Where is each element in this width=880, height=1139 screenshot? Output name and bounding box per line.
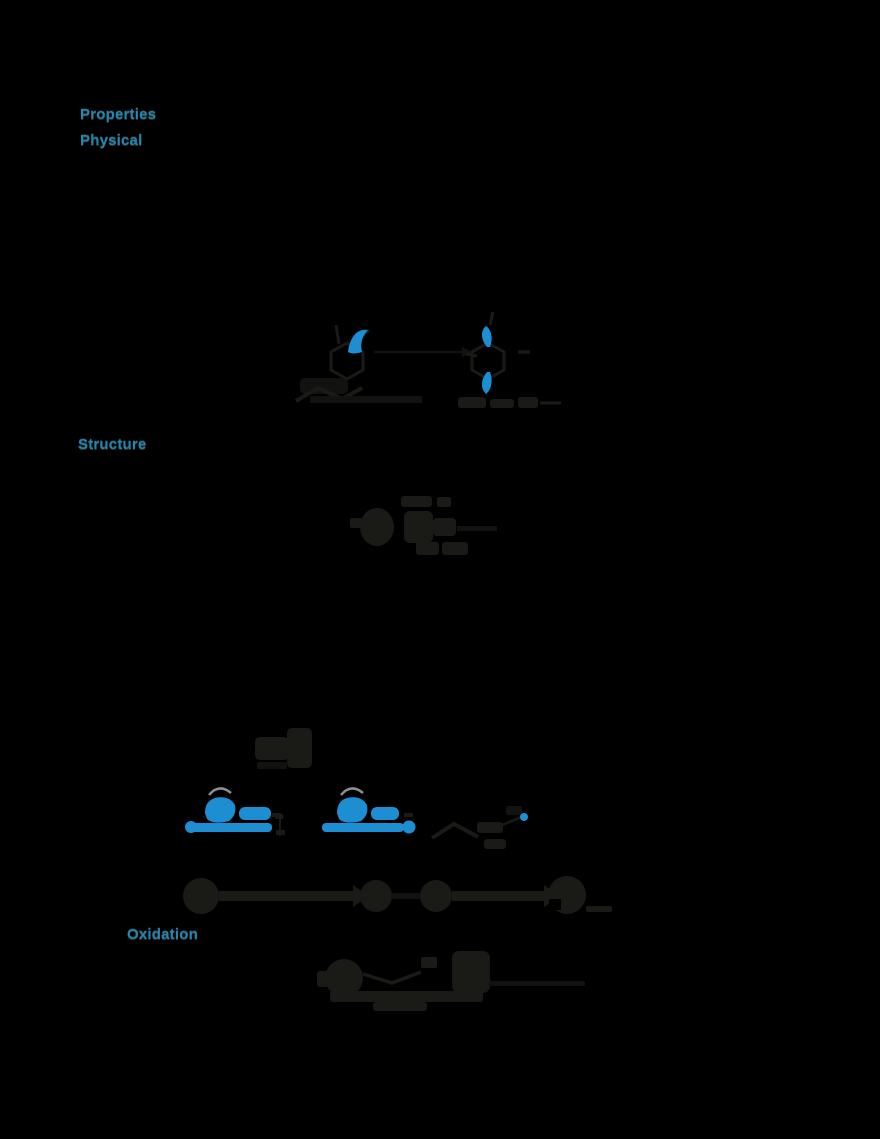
benzene-ring-right — [458, 311, 561, 408]
blue-highlighted-molecule — [185, 787, 281, 833]
heading-link-1[interactable]: Properties — [80, 106, 157, 123]
benzene-ring-left — [294, 324, 422, 403]
heading-link-2[interactable]: Physical — [80, 132, 143, 149]
reaction-arrow-icon — [374, 347, 472, 357]
hydroxyl-fragment — [255, 728, 312, 769]
reagent-fragment — [430, 806, 528, 849]
curved-electron-arrow-icon — [348, 329, 368, 354]
lone-pair-highlight-icon — [481, 326, 492, 394]
section-label-bottom[interactable]: Oxidation — [127, 926, 198, 943]
leaving-group-marks — [275, 814, 285, 836]
reaction-step-row — [183, 876, 612, 914]
intermediate-molecule — [350, 496, 497, 555]
blue-highlighted-molecule — [322, 787, 416, 834]
product-molecule — [317, 951, 585, 1011]
section-label-mid[interactable]: Structure — [78, 436, 147, 453]
